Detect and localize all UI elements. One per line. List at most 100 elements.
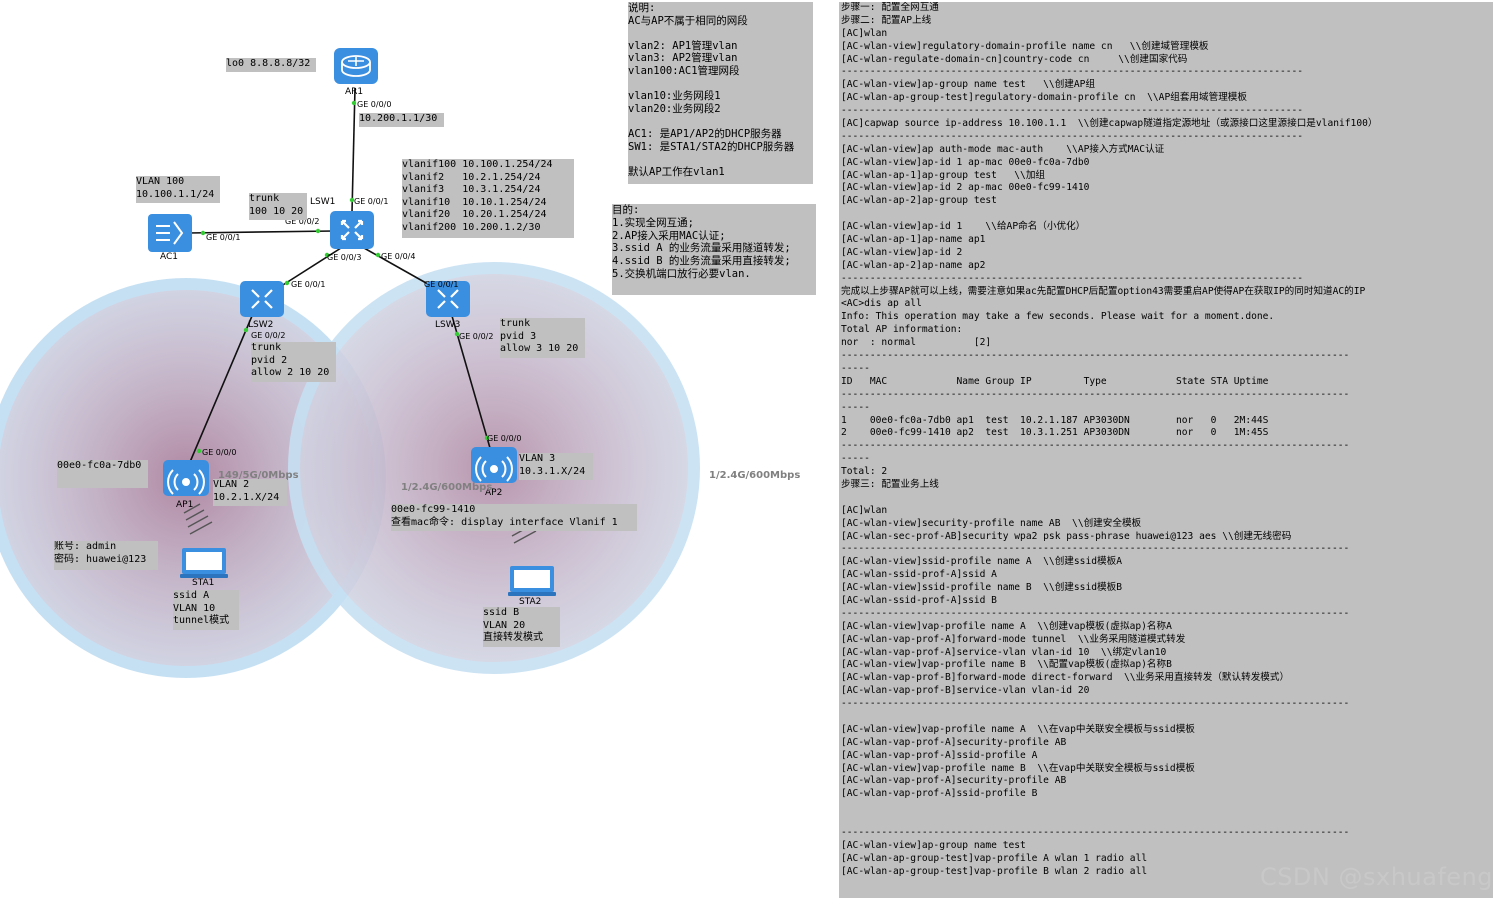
device-name-lsw1: LSW1 <box>310 197 335 207</box>
link-lsw2-ap1 <box>189 315 253 463</box>
purpose-panel: 目的: 1.实现全网互通; 2.AP接入采用MAC认证; 3.ssid A 的业… <box>612 204 816 295</box>
sta1-info-label: ssid A VLAN 10 tunnel模式 <box>173 590 239 630</box>
port-label: GE 0/0/0 <box>202 448 236 457</box>
ap2-mac-label: 00e0-fc99-1410 查看mac命令: display interfac… <box>391 504 637 531</box>
config-line: [AC-wlan-ap-1]ap-name ap1 <box>841 234 986 246</box>
ap1-vlan-label: VLAN 2 10.2.1.X/24 <box>213 479 287 506</box>
lsw2-trunk-label: trunk pvid 2 allow 2 10 20 <box>251 342 336 382</box>
port-label: GE 0/0/4 <box>381 252 415 261</box>
config-line: [AC-wlan-view]ap-id 2 <box>841 246 963 258</box>
access-controller-icon[interactable] <box>148 214 192 252</box>
device-name-sta1: STA1 <box>192 578 214 588</box>
config-line: ----- <box>841 453 870 465</box>
config-line: ----------------------------------------… <box>841 440 1350 452</box>
config-line: ----- <box>841 401 870 413</box>
config-line: [AC-wlan-vap-prof-A]security-profile AB <box>841 736 1067 748</box>
access-switch-icon[interactable] <box>426 281 470 317</box>
config-line: ID MAC Name Group IP Type State STA Upti… <box>841 375 1269 387</box>
config-line: 2 00e0-fc99-1410 ap2 test 10.3.1.251 AP3… <box>841 427 1269 439</box>
config-line: ----------------------------------------… <box>841 827 1350 838</box>
config-line: [AC-wlan-ap-2]ap-name ap2 <box>841 259 986 271</box>
config-line: Total: 2 <box>841 466 888 478</box>
config-line: ----------------------------------------… <box>841 698 1350 710</box>
config-line: [AC-wlan-view]vap-profile name B \\配置vap… <box>841 659 1172 671</box>
config-line: 步骤三: 配置业务上线 <box>841 478 939 490</box>
port-label: GE 0/0/1 <box>354 197 388 206</box>
config-line: [AC-wlan-regulate-domain-cn]country-code… <box>841 53 1188 65</box>
config-line: [AC-wlan-vap-prof-B]forward-mode direct-… <box>841 672 1290 684</box>
config-line: Total AP information: <box>841 324 963 336</box>
device-name-ac1: AC1 <box>160 252 178 262</box>
config-line: 步骤二: 配置AP上线 <box>841 14 932 26</box>
access-point-icon[interactable] <box>163 460 209 496</box>
port-label: GE 0/0/0 <box>487 434 521 443</box>
port-label: GE 0/0/2 <box>251 331 285 340</box>
config-line: [AC-wlan-view]ap auth-mode mac-auth \\AP… <box>841 143 1165 155</box>
config-steps-panel: 步骤一: 配置全网互通步骤二: 配置AP上线[AC]wlan[AC-wlan-v… <box>839 2 1493 898</box>
config-line: 完成以上步骤AP就可以上线，需要注意如果ac先配置DHCP后配置option43… <box>841 285 1366 297</box>
config-line: [AC-wlan-view]regulatory-domain-profile … <box>841 40 1209 52</box>
config-line: <AC>dis ap all <box>841 298 922 310</box>
config-line: 步骤一: 配置全网互通 <box>841 2 939 13</box>
config-line: ----- <box>841 362 870 374</box>
lsw3-trunk-label: trunk pvid 3 allow 3 10 20 <box>500 318 585 358</box>
config-line: [AC-wlan-view]ssid-profile name A \\创建ss… <box>841 556 1122 568</box>
config-line: [AC-wlan-ssid-prof-A]ssid A <box>841 569 997 581</box>
station-laptop-icon[interactable] <box>180 548 228 578</box>
station-laptop-icon[interactable] <box>508 566 556 596</box>
rate-label-ap2-outer: 1/2.4G/600Mbps <box>709 470 800 481</box>
config-line: [AC-wlan-ap-group-test]vap-profile B wla… <box>841 865 1148 877</box>
config-line: ----------------------------------------… <box>841 607 1350 619</box>
config-line: [AC-wlan-view]ap-id 2 ap-mac 00e0-fc99-1… <box>841 182 1090 194</box>
ap2-vlan-label: VLAN 3 10.3.1.X/24 <box>519 453 593 480</box>
lsw1-trunk-label: trunk 100 10 20 <box>249 193 307 220</box>
config-line: [AC-wlan-vap-prof-A]forward-mode tunnel … <box>841 633 1186 645</box>
config-line <box>841 492 1493 505</box>
router-icon[interactable] <box>334 48 378 84</box>
config-line: [AC-wlan-vap-prof-A]ssid-profile A <box>841 749 1038 761</box>
access-point-icon[interactable] <box>471 447 517 483</box>
config-line: ----------------------------------------… <box>841 272 1304 284</box>
config-line: nor : normal [2] <box>841 337 992 349</box>
config-line: 1 00e0-fc0a-7db0 ap1 test 10.2.1.187 AP3… <box>841 414 1269 426</box>
device-name-lsw3: LSW3 <box>435 320 460 330</box>
network-topology: AR1 LSW1 AC1 LSW2 LSW3 AP1 AP2 STA1 STA2… <box>0 48 800 678</box>
port-label: GE 0/0/1 <box>206 233 240 242</box>
config-line: [AC-wlan-vap-prof-A]service-vlan vlan-id… <box>841 646 1167 658</box>
account-label: 账号: admin 密码: huawei@123 <box>54 541 158 570</box>
config-line: [AC-wlan-ap-group-test]regulatory-domain… <box>841 92 1247 104</box>
explanation-panel: 说明: AC与AP不属于相同的网段 vlan2: AP1管理vlan vlan3… <box>628 2 813 184</box>
lsw1-vlanif-label: vlanif100 10.100.1.254/24 vlanif2 10.2.1… <box>402 159 574 238</box>
ap1-mac-label: 00e0-fc0a-7db0 <box>57 460 148 488</box>
config-line <box>841 711 1493 724</box>
config-line: ----------------------------------------… <box>841 130 1304 142</box>
access-switch-icon[interactable] <box>240 281 284 317</box>
config-line: ----------------------------------------… <box>841 350 1350 362</box>
config-line: [AC-wlan-ap-2]ap-group test <box>841 195 997 207</box>
config-line: ----------------------------------------… <box>841 388 1350 400</box>
config-line: [AC-wlan-view]vap-profile name B \\在vap中… <box>841 762 1195 774</box>
port-label: GE 0/0/2 <box>285 217 319 226</box>
watermark: CSDN @sxhuafeng <box>1259 863 1493 891</box>
config-line <box>841 208 1493 221</box>
link-ar1-lsw1 <box>351 87 356 213</box>
link-ac1-lsw1 <box>187 230 335 234</box>
config-line: [AC-wlan-view]ap-group name test \\创建AP组 <box>841 79 1096 91</box>
ar1-link-ip-label: 10.200.1.1/30 <box>359 113 444 127</box>
config-line: [AC-wlan-ap-1]ap-group test \\加组 <box>841 169 1046 181</box>
config-line: ----------------------------------------… <box>841 543 1350 555</box>
config-line: [AC-wlan-view]ssid-profile name B \\创建ss… <box>841 582 1122 594</box>
core-switch-icon[interactable] <box>330 211 374 249</box>
config-line: [AC-wlan-ssid-prof-A]ssid B <box>841 594 997 606</box>
config-line: [AC]wlan <box>841 27 888 39</box>
config-line: [AC-wlan-view]ap-id 1 ap-mac 00e0-fc0a-7… <box>841 156 1090 168</box>
sta2-info-label: ssid B VLAN 20 直接转发模式 <box>483 607 560 647</box>
port-label: GE 0/0/3 <box>327 253 361 262</box>
ac1-vlan100-label: VLAN 100 10.100.1.1/24 <box>136 176 220 203</box>
config-line: ----------------------------------------… <box>841 105 1304 117</box>
config-line: [AC-wlan-ap-group-test]vap-profile A wla… <box>841 852 1148 864</box>
link-lsw3-ap2 <box>451 315 491 449</box>
port-label: GE 0/0/2 <box>459 332 493 341</box>
config-line <box>841 814 1493 827</box>
wireless-signal-icon <box>183 503 213 535</box>
